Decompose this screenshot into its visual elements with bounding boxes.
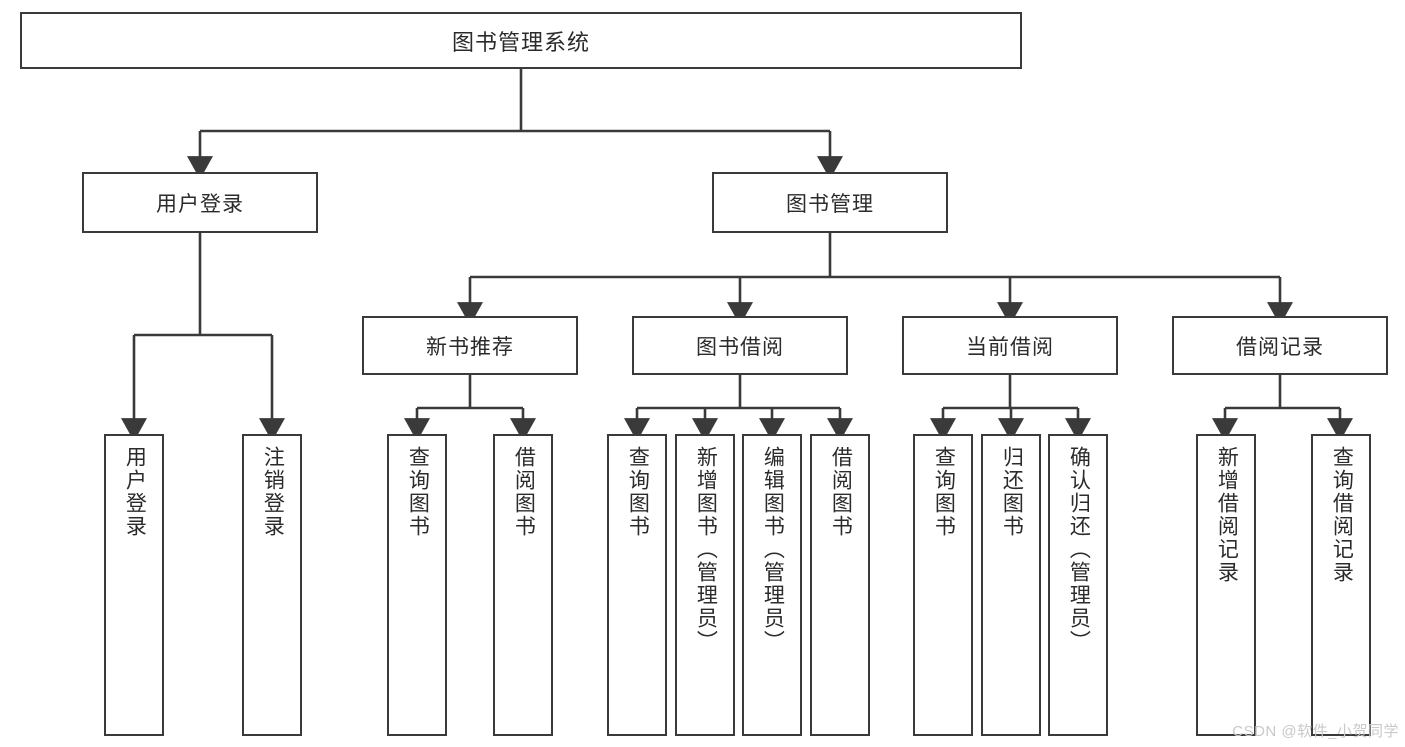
node-user-login-label: 用户登录 [156,192,244,216]
node-root-label: 图书管理系统 [451,29,590,55]
node-current-borrow-label: 当前借阅 [966,335,1054,359]
leaf-label: 新增借阅记录 [1215,446,1239,584]
leaf-borrow-query-book[interactable]: 查询图书 [607,434,667,736]
leaf-current-return-book[interactable]: 归还图书 [981,434,1041,736]
leaf-label: 查询图书 [932,446,956,538]
leaf-label: 查询图书 [626,446,650,538]
node-current-borrow[interactable]: 当前借阅 [902,316,1118,375]
node-book-borrow-label: 图书借阅 [696,335,784,359]
node-book-management-label: 图书管理 [786,192,874,216]
leaf-label: 借阅图书 [512,446,536,538]
node-user-login[interactable]: 用户登录 [82,172,318,233]
leaf-label: 用户登录 [123,446,147,538]
leaf-record-add-record[interactable]: 新增借阅记录 [1196,434,1256,736]
leaf-label: 借阅图书 [829,446,853,538]
node-borrow-record[interactable]: 借阅记录 [1172,316,1388,375]
leaf-record-query-record[interactable]: 查询借阅记录 [1311,434,1371,736]
node-book-borrow[interactable]: 图书借阅 [632,316,848,375]
leaf-label: 查询借阅记录 [1330,446,1354,584]
node-new-book-recommend-label: 新书推荐 [426,335,514,359]
leaf-current-query-book[interactable]: 查询图书 [913,434,973,736]
leaf-label: 确认归还（管理员） [1067,446,1091,653]
leaf-label: 注销登录 [261,446,285,538]
node-borrow-record-label: 借阅记录 [1236,335,1324,359]
leaf-user-login-logout[interactable]: 注销登录 [242,434,302,736]
leaf-label: 新增图书（管理员） [694,446,718,653]
node-book-management[interactable]: 图书管理 [712,172,948,233]
leaf-borrow-edit-book-admin[interactable]: 编辑图书（管理员） [742,434,802,736]
leaf-borrow-borrow-book[interactable]: 借阅图书 [810,434,870,736]
leaf-label: 归还图书 [1000,446,1024,538]
leaf-new-book-query[interactable]: 查询图书 [387,434,447,736]
leaf-borrow-add-book-admin[interactable]: 新增图书（管理员） [675,434,735,736]
node-root[interactable]: 图书管理系统 [20,12,1022,69]
node-new-book-recommend[interactable]: 新书推荐 [362,316,578,375]
leaf-current-confirm-return-admin[interactable]: 确认归还（管理员） [1048,434,1108,736]
leaf-label: 编辑图书（管理员） [761,446,785,653]
leaf-user-login-login[interactable]: 用户登录 [104,434,164,736]
leaf-new-book-borrow[interactable]: 借阅图书 [493,434,553,736]
leaf-label: 查询图书 [406,446,430,538]
